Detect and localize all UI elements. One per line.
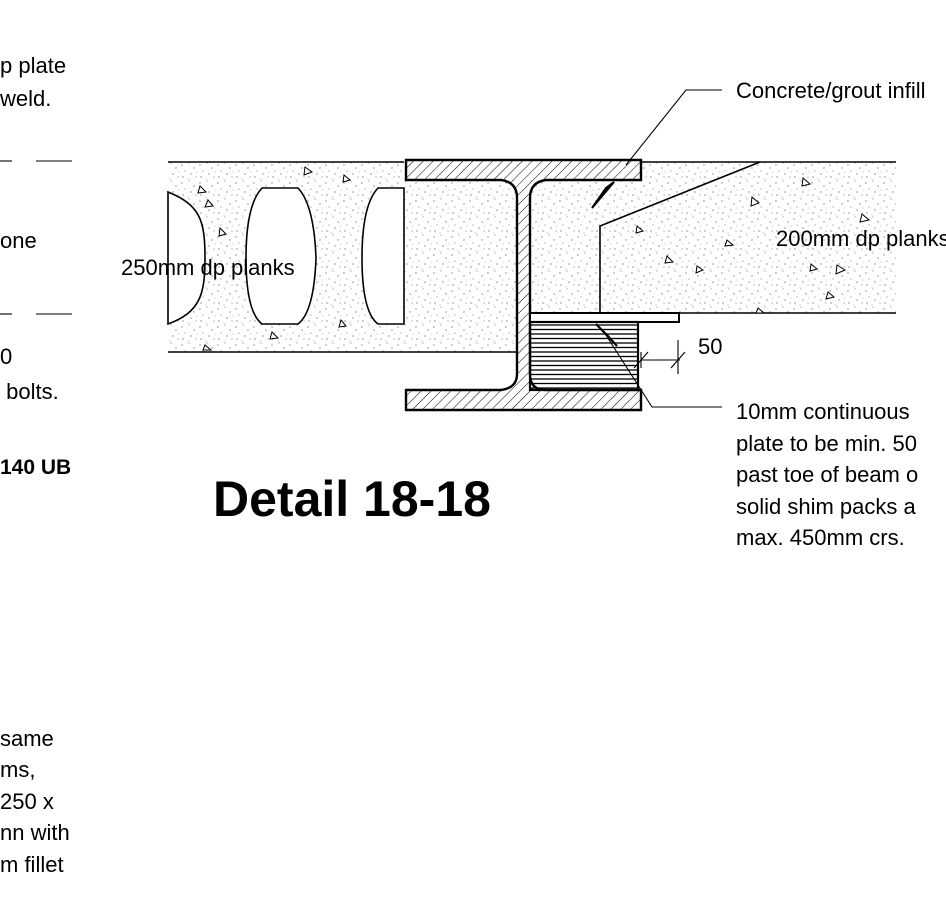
left-note-line: ms, <box>0 757 35 782</box>
left-note-line: p plate <box>0 53 66 78</box>
steel-beam <box>404 158 643 412</box>
hollow-core <box>245 187 317 325</box>
continuous-plate <box>528 312 680 392</box>
infill-left <box>404 180 516 353</box>
left-note-line: 250 x <box>0 789 54 814</box>
left-note-line: nn with <box>0 820 70 845</box>
infill-label: Concrete/grout infill <box>736 78 926 103</box>
left-reference-lines <box>0 160 72 315</box>
left-note-line: 0 <box>0 344 12 369</box>
detail-title: Detail 18-18 <box>213 471 491 527</box>
planks-left-label: 250mm dp planks <box>121 255 295 280</box>
left-note-line: m fillet <box>0 852 64 877</box>
dimension-50 <box>633 340 686 374</box>
left-planks <box>167 161 405 353</box>
left-note-line: one <box>0 228 37 253</box>
weld-mark <box>591 181 615 209</box>
dimension-label: 50 <box>698 334 722 359</box>
left-note-line: bolts. <box>0 379 59 404</box>
left-notes: p plate weld. one 0 bolts. 140 UB same m… <box>0 53 71 877</box>
right-note-line: past toe of beam o <box>736 462 918 487</box>
planks-right-label: 200mm dp planks <box>776 226 946 251</box>
left-note-line: weld. <box>0 86 51 111</box>
right-note-line: plate to be min. 50 <box>736 431 917 456</box>
right-note-line: solid shim packs a <box>736 494 917 519</box>
right-note: 10mm continuous plate to be min. 50 past… <box>736 399 918 550</box>
left-note-line: same <box>0 726 54 751</box>
right-note-line: max. 450mm crs. <box>736 525 905 550</box>
ub-size-label: 140 UB <box>0 456 71 479</box>
leaders <box>603 89 722 408</box>
right-note-line: 10mm continuous <box>736 399 910 424</box>
